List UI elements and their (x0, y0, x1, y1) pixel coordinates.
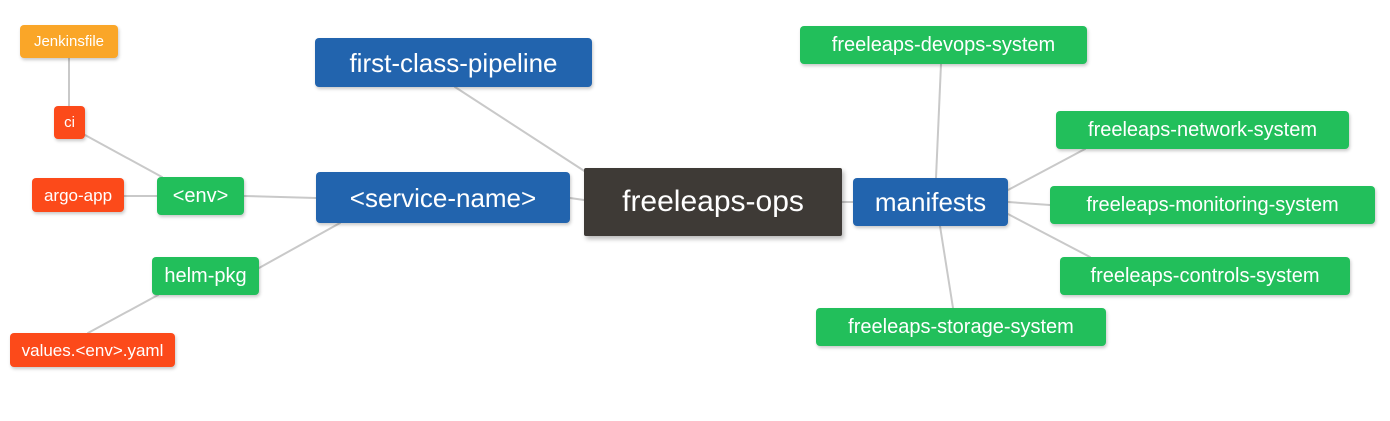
mindmap-node-values-yaml[interactable]: values.<env>.yaml (10, 333, 175, 367)
mindmap-node-monitoring-system[interactable]: freeleaps-monitoring-system (1050, 186, 1375, 224)
mindmap-node-storage-system[interactable]: freeleaps-storage-system (816, 308, 1106, 346)
mindmap-node-network-system[interactable]: freeleaps-network-system (1056, 111, 1349, 149)
edge-helm-pkg-to-values-yaml (87, 294, 159, 334)
mindmap-node-manifests[interactable]: manifests (853, 178, 1008, 226)
mindmap-node-label: freeleaps-devops-system (831, 34, 1056, 56)
mindmap-node-label: freeleaps-ops (622, 185, 804, 218)
mindmap-node-ci[interactable]: ci (54, 106, 85, 139)
edge-env-to-ci (84, 134, 163, 178)
edge-manifests-to-devops-system (935, 63, 942, 179)
mindmap-node-label: manifests (874, 187, 987, 217)
mindmap-node-devops-system[interactable]: freeleaps-devops-system (800, 26, 1087, 64)
edge-service-name-to-env (243, 195, 317, 199)
mindmap-node-label: helm-pkg (164, 265, 247, 287)
mindmap-node-env[interactable]: <env> (157, 177, 244, 215)
edge-manifests-to-network-system (1007, 148, 1086, 191)
mindmap-node-service-name[interactable]: <service-name> (316, 172, 570, 223)
edge-manifests-to-monitoring-system (1007, 201, 1051, 206)
mindmap-node-argo-app[interactable]: argo-app (32, 178, 124, 212)
mindmap-node-jenkinsfile[interactable]: Jenkinsfile (20, 25, 118, 58)
mindmap-node-helm-pkg[interactable]: helm-pkg (152, 257, 259, 295)
mindmap-node-label: first-class-pipeline (349, 47, 558, 78)
mindmap-node-label: <service-name> (349, 182, 537, 213)
edge-service-name-to-helm-pkg (258, 222, 341, 269)
mindmap-node-label: argo-app (43, 185, 113, 205)
mindmap-node-label: freeleaps-network-system (1088, 119, 1317, 141)
mindmap-node-label: Jenkinsfile (33, 33, 105, 50)
mindmap-node-label: values.<env>.yaml (21, 340, 164, 360)
mindmap-node-label: ci (64, 114, 75, 131)
mindmap-node-controls-system[interactable]: freeleaps-controls-system (1060, 257, 1350, 295)
mindmap-node-root[interactable]: freeleaps-ops (584, 168, 842, 236)
edge-root-to-first-class-pipeline (454, 86, 593, 177)
edge-root-to-service-name (569, 197, 585, 201)
mindmap-node-label: freeleaps-controls-system (1090, 265, 1320, 287)
edge-manifests-to-storage-system (939, 225, 954, 309)
mindmap-node-first-class-pipeline[interactable]: first-class-pipeline (315, 38, 592, 87)
mindmap-node-label: freeleaps-monitoring-system (1086, 194, 1339, 216)
mindmap-node-label: <env> (172, 185, 229, 207)
mindmap-node-label: freeleaps-storage-system (848, 316, 1074, 338)
